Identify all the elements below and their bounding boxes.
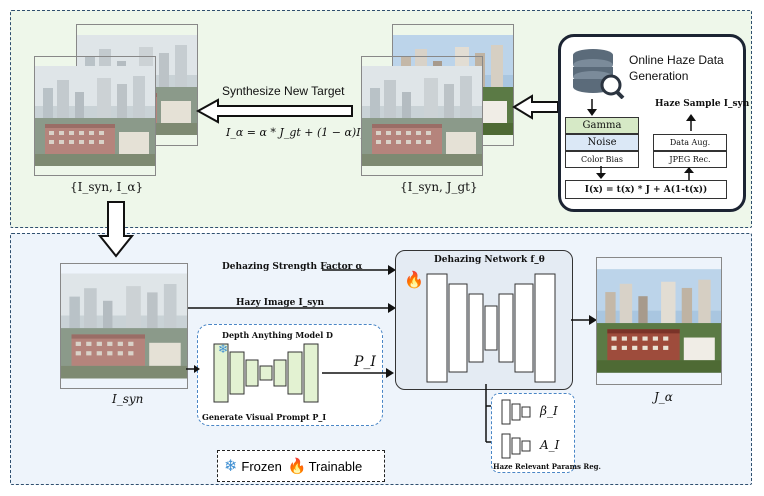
formula-up-arrow bbox=[684, 167, 694, 180]
left-pair-label: {I_syn, I_α} bbox=[70, 180, 144, 194]
haze-sample-label: Haze Sample I_syn bbox=[655, 99, 750, 109]
output-label: J_α bbox=[654, 390, 673, 404]
panel-down-arrow bbox=[98, 201, 134, 258]
ops-down-arrow bbox=[596, 166, 606, 179]
noise-op: Noise bbox=[565, 134, 639, 151]
regressor-label: Haze Relevant Params Reg. bbox=[493, 462, 601, 471]
gamma-op: Gamma bbox=[565, 117, 639, 134]
dehazing-unet bbox=[426, 273, 556, 383]
legend-trainable: Trainable bbox=[308, 458, 363, 474]
generation-title-2: Generation bbox=[629, 69, 689, 83]
online-haze-generation-box: Online Haze Data Generation Haze Sample … bbox=[558, 34, 750, 212]
output-arrow bbox=[571, 315, 597, 325]
regressor-blocks bbox=[501, 399, 531, 459]
generation-arrow bbox=[512, 94, 559, 120]
scattering-formula: I(x) = t(x) * J + A(1-t(x)) bbox=[565, 180, 727, 199]
network-flame-icon: 🔥 bbox=[404, 270, 424, 289]
depth-model-label: Depth Anything Model D bbox=[222, 330, 333, 340]
input-label: I_syn bbox=[112, 392, 144, 406]
synthesize-arrow bbox=[196, 98, 353, 124]
right-pair-label: {I_syn, J_gt} bbox=[400, 180, 478, 194]
network-label: Dehazing Network f_θ bbox=[434, 255, 545, 265]
hazy-image-label: Hazy Image I_syn bbox=[236, 298, 325, 308]
blend-formula: I_α = α * J_gt + (1 − α)I_syn bbox=[226, 126, 385, 139]
prompt-arrow bbox=[322, 368, 394, 378]
depth-snowflake-icon: ❄ bbox=[218, 342, 229, 356]
input-hazy-image bbox=[60, 263, 188, 389]
db-down-arrow bbox=[587, 99, 597, 116]
sample-up-arrow bbox=[686, 114, 696, 131]
snowflake-icon: ❄ bbox=[224, 458, 238, 475]
generation-title-1: Online Haze Data bbox=[629, 53, 724, 67]
strength-factor-label: Dehazing Strength Factor α bbox=[222, 262, 363, 272]
input-arrows bbox=[188, 265, 396, 313]
prompt-symbol: P_I bbox=[354, 354, 376, 370]
jpeg-op: JPEG Rec. bbox=[653, 151, 727, 168]
legend: ❄ Frozen 🔥 Trainable bbox=[217, 450, 385, 482]
beta-label: β_I bbox=[540, 404, 558, 418]
output-image bbox=[596, 257, 722, 385]
legend-frozen: Frozen bbox=[241, 458, 282, 474]
to-depth-arrow bbox=[186, 365, 200, 373]
hazy-image-front-left bbox=[34, 56, 156, 176]
flame-icon: 🔥 bbox=[287, 458, 307, 475]
synthesize-label: Synthesize New Target bbox=[222, 84, 345, 98]
data-aug-op: Data Aug. bbox=[653, 134, 727, 151]
visual-prompt-label: Generate Visual Prompt P_I bbox=[202, 412, 327, 422]
hazy-image-front-mid bbox=[361, 56, 483, 176]
color-bias-op: Color Bias bbox=[565, 151, 639, 168]
database-icon bbox=[573, 49, 625, 99]
depth-unet bbox=[213, 343, 319, 403]
a-label: A_I bbox=[540, 438, 560, 452]
